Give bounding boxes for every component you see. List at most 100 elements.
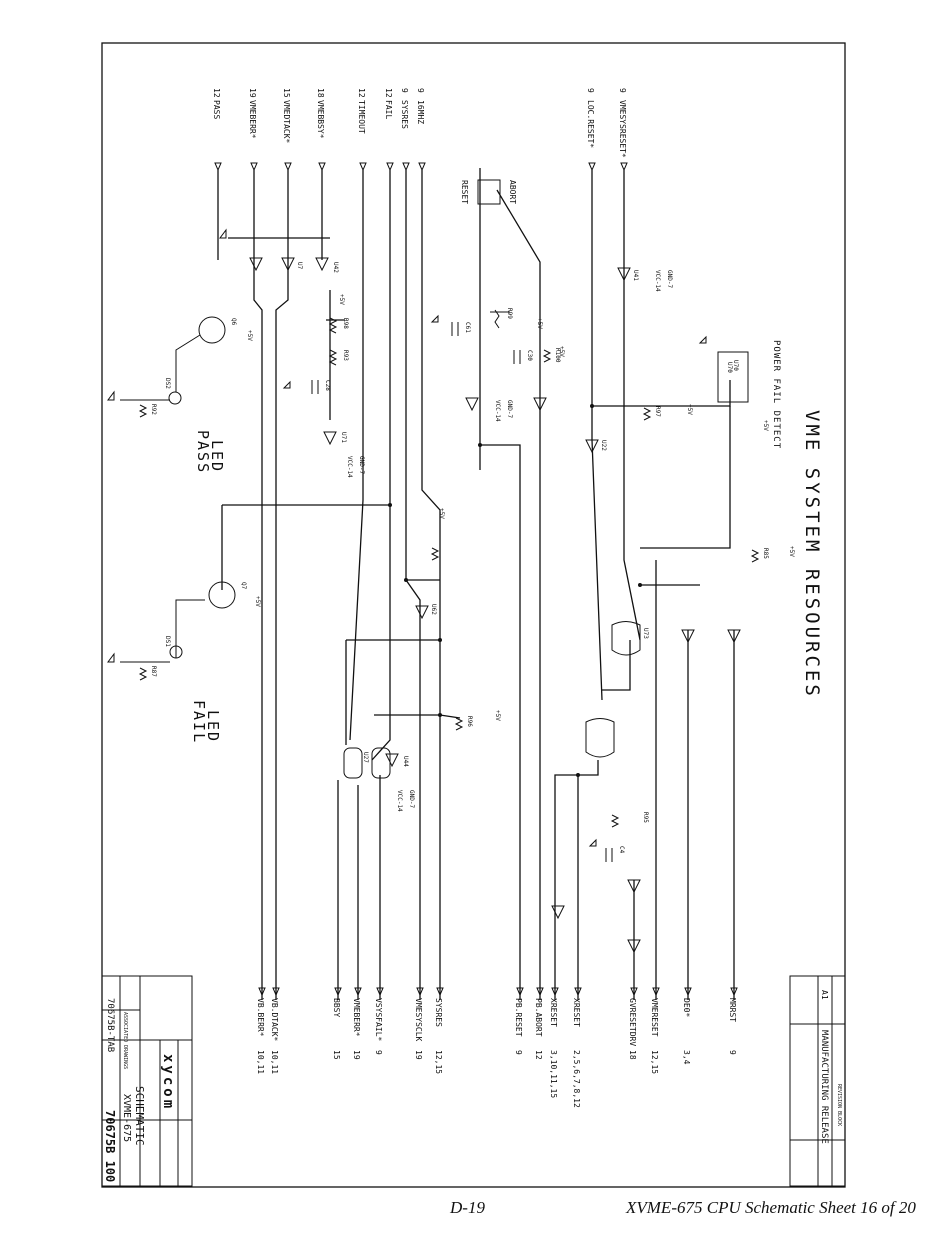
power-label: +5V [254, 596, 261, 607]
power-fail-label: POWER FAIL DETECT [771, 340, 781, 449]
component-reference: U44 [402, 756, 409, 767]
left-signal-sheet-ref: 9 [618, 88, 627, 93]
right-signal-name: XRESET [572, 998, 581, 1027]
power-label: VCC-14 [346, 456, 353, 478]
left-signal-name: TIMEOUT [357, 100, 366, 134]
buffer-u71e [727, 629, 741, 644]
right-signal-connector: BBSY 15 [332, 987, 342, 1060]
revision-block: REVISION BLOCK A1 MANUFACTURING RELEASE [789, 975, 846, 1187]
right-signal-sheet-refs: 12,15 [434, 1050, 443, 1074]
component-reference: C28 [324, 380, 331, 391]
right-signal-name: VB.BERR* [256, 998, 265, 1037]
left-signal-name: 16MHZ [416, 100, 425, 124]
doc-subtitle: XVME-675 [121, 1094, 132, 1142]
connector-arrow [620, 162, 628, 172]
pass-led-label: PASS [194, 430, 212, 474]
power-label: GND-7 [666, 270, 673, 288]
company-logo: xycom [160, 1054, 176, 1111]
power-label: VCC-14 [654, 270, 661, 292]
component-reference: R93 [342, 350, 349, 361]
buffer-u41 [617, 267, 631, 282]
left-signal-name: LOC.RESET* [586, 100, 595, 148]
connector-arrow [250, 162, 258, 172]
right-signal-sheet-refs: 19 [352, 1050, 361, 1060]
left-signal-sheet-ref: 19 [248, 88, 257, 98]
gate-u27b [371, 747, 391, 779]
right-signal-name: BBSY [332, 998, 341, 1017]
right-signal-sheet-refs: 9 [374, 1050, 383, 1055]
right-signal-connector: SYSRES 12,15 [434, 987, 444, 1074]
component-reference: U41 [632, 270, 639, 281]
fail-led-label-2: LED [204, 710, 222, 743]
component-reference: C30 [526, 350, 533, 361]
left-signal-sheet-ref: 12 [212, 88, 221, 98]
right-signal-name: GVRESETDRV [628, 998, 637, 1046]
right-signal-sheet-refs: 9 [728, 1050, 737, 1055]
gate-u73b [585, 718, 615, 758]
right-signal-connector: VMEBERR*19 [352, 987, 362, 1060]
left-signal-sheet-ref: 9 [586, 88, 595, 93]
buffer-u42 [315, 257, 329, 272]
chip-u70 [717, 351, 749, 403]
capacitor-c4 [605, 848, 613, 862]
component-reference: U22 [600, 440, 607, 451]
buffer-u22b [627, 879, 641, 894]
connector-arrow [359, 162, 367, 172]
assoc-heading: ASSOCIATED DRAWINGS [122, 1012, 128, 1069]
assoc-number: 70675B-TAB [105, 998, 115, 1052]
right-signal-connector: VSYSFAIL*9 [374, 987, 384, 1055]
right-signal-connector: MRRST 9 [728, 987, 738, 1055]
reference-labels: U42U7U71U41U62U73U22U44U27U70R98R93R99R1… [150, 262, 795, 854]
right-signal-sheet-refs: 12,15 [650, 1050, 659, 1074]
right-signal-sheet-refs: 12 [534, 1050, 543, 1060]
right-signal-sheet-refs: 2,5,6,7,8,12 [572, 1050, 581, 1108]
components: RESET ABORT U70 [107, 179, 760, 954]
sheet-title: VME SYSTEM RESOURCES [801, 410, 823, 699]
left-signal-sheet-ref: 12 [384, 88, 393, 98]
right-signal-name: SYSRES [434, 998, 443, 1027]
component-reference: U62 [430, 604, 437, 615]
connector-arrow [402, 162, 410, 172]
power-label: VCC-14 [396, 790, 403, 812]
page-caption: XVME-675 CPU Schematic Sheet 16 of 20 [626, 1198, 916, 1217]
power-label: VCC-14 [494, 400, 501, 422]
right-signal-sheet-refs: 3,4 [682, 1050, 691, 1065]
right-signal-connector: VB.BERR*10,11 [256, 987, 266, 1074]
capacitor-c28 [311, 380, 319, 394]
left-signal-name: VMEBBSY* [316, 100, 325, 139]
component-reference: U7 [296, 262, 303, 270]
left-signal-sheet-ref: 18 [316, 88, 325, 98]
component-reference: R100 [554, 348, 561, 363]
transistor-q6 [198, 316, 226, 344]
right-signal-sheet-refs: 10,11 [270, 1050, 279, 1074]
wiring [217, 168, 735, 1000]
power-label: +5V [438, 508, 445, 519]
resistor-r85 [750, 549, 760, 563]
right-signal-connector: XRESET 2,5,6,7,8,12 [572, 987, 582, 1108]
component-reference: R97 [654, 406, 661, 417]
power-label: +5V [338, 294, 345, 305]
title-block: 70675B-TAB ASSOCIATED DRAWINGS xycom SCH… [101, 975, 193, 1187]
right-signal-name: MRRST [728, 998, 737, 1022]
power-label: +5V [246, 330, 253, 341]
right-signal-name: VB.DTACK* [270, 998, 279, 1042]
right-signal-sheet-refs: 15 [332, 1050, 341, 1060]
right-signal-name: XRESET [549, 998, 558, 1027]
resistor-r98 [328, 317, 338, 334]
right-signal-sheet-refs: 18 [628, 1050, 637, 1060]
connector-arrow [284, 162, 292, 172]
right-signal-name: VMESYSCLK [414, 998, 423, 1042]
component-reference: U71 [340, 432, 347, 443]
component-reference: R99 [506, 308, 513, 319]
resistor-r96 [454, 717, 464, 731]
fail-led-label: FAIL [190, 700, 208, 744]
component-reference: U27 [362, 752, 369, 763]
power-label: GND-7 [408, 790, 415, 808]
component-reference: U42 [332, 262, 339, 273]
left-signal-name: VMEDTACK* [282, 100, 291, 144]
left-signal-name: FAIL [384, 100, 393, 119]
